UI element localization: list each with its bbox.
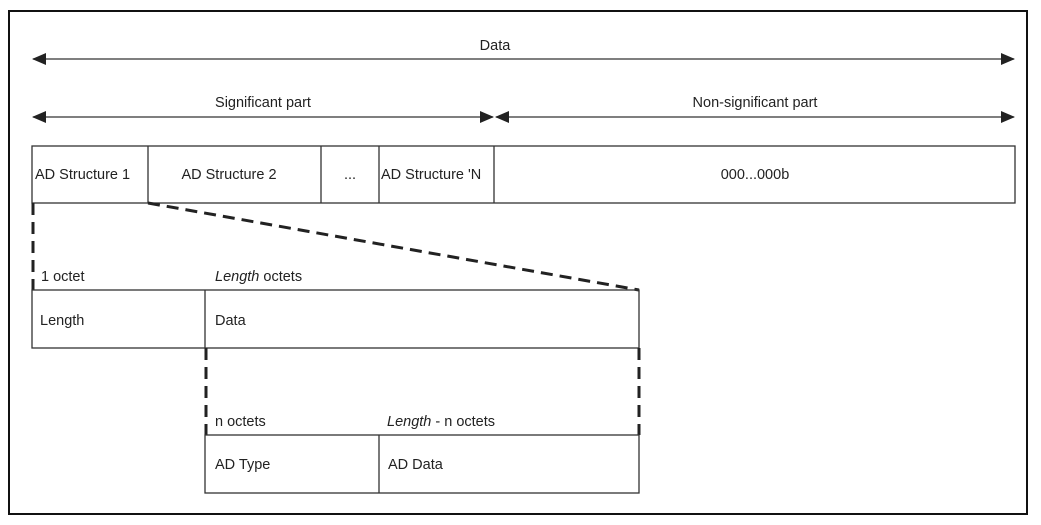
cell-length: Length bbox=[40, 313, 84, 329]
expansion-lines-structure bbox=[31, 201, 640, 292]
bottom-row-frame bbox=[204, 434, 640, 494]
cell-ad-structure-2: AD Structure 2 bbox=[181, 167, 276, 183]
header-length-italic: Length bbox=[387, 414, 431, 430]
expansion-right-dashed bbox=[147, 201, 640, 292]
cell-data: Data bbox=[215, 313, 247, 329]
significant-part-label: Significant part bbox=[215, 95, 311, 111]
header-n-octets: n octets bbox=[215, 414, 266, 430]
header-length-italic: Length bbox=[215, 269, 259, 285]
header-octets-rest: octets bbox=[259, 269, 302, 285]
header-minus-n-rest: - n octets bbox=[431, 414, 495, 430]
cell-ad-type: AD Type bbox=[215, 457, 270, 473]
expansion-lines-data bbox=[204, 348, 641, 435]
data-span-arrow: Data bbox=[32, 38, 1015, 65]
cell-ad-structure-n: AD Structure 'N bbox=[381, 167, 481, 183]
cell-ad-structure-1: AD Structure 1 bbox=[35, 167, 130, 183]
header-1-octet: 1 octet bbox=[41, 269, 85, 285]
cell-ellipsis: ... bbox=[344, 167, 356, 183]
data-span-label: Data bbox=[480, 38, 512, 54]
header-length-minus-n-octets: Length - n octets bbox=[387, 414, 495, 430]
outer-frame bbox=[8, 10, 1028, 515]
middle-row-frame bbox=[31, 289, 640, 349]
cell-ad-data: AD Data bbox=[388, 457, 444, 473]
non-significant-part-arrow: Non-significant part bbox=[495, 95, 1015, 123]
significant-part-arrow: Significant part bbox=[32, 95, 494, 123]
header-length-octets: Length octets bbox=[215, 269, 302, 285]
bottom-row: n octets Length - n octets AD Type AD Da… bbox=[204, 414, 640, 494]
non-significant-part-label: Non-significant part bbox=[693, 95, 818, 111]
top-row: AD Structure 1 AD Structure 2 ... AD Str… bbox=[31, 145, 1016, 204]
middle-row: 1 octet Length octets Length Data bbox=[31, 269, 640, 349]
top-row-frame bbox=[31, 145, 1016, 204]
cell-padding-zeros: 000...000b bbox=[721, 167, 790, 183]
